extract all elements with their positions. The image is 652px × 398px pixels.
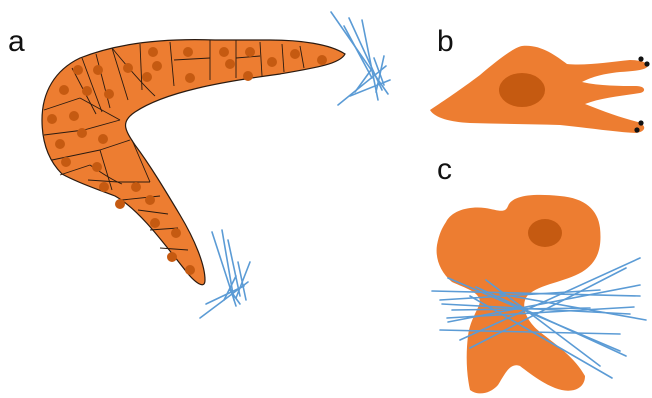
cell-c-nucleus xyxy=(528,219,562,247)
filopodium-tip-4 xyxy=(634,127,639,132)
fiber-cluster-bottom xyxy=(200,230,250,318)
cell-b-nucleus xyxy=(499,73,545,107)
filopodium-tip-1 xyxy=(638,56,643,61)
panel-label-c: c xyxy=(437,153,452,186)
filopodium-tip-3 xyxy=(638,120,643,125)
panel-c-group xyxy=(432,195,646,394)
panel-b-group xyxy=(430,46,650,133)
panel-label-b: b xyxy=(437,25,454,58)
panel-label-a: a xyxy=(8,25,25,58)
filopodium-tip-2 xyxy=(644,61,649,66)
panel-a-group xyxy=(42,12,390,318)
